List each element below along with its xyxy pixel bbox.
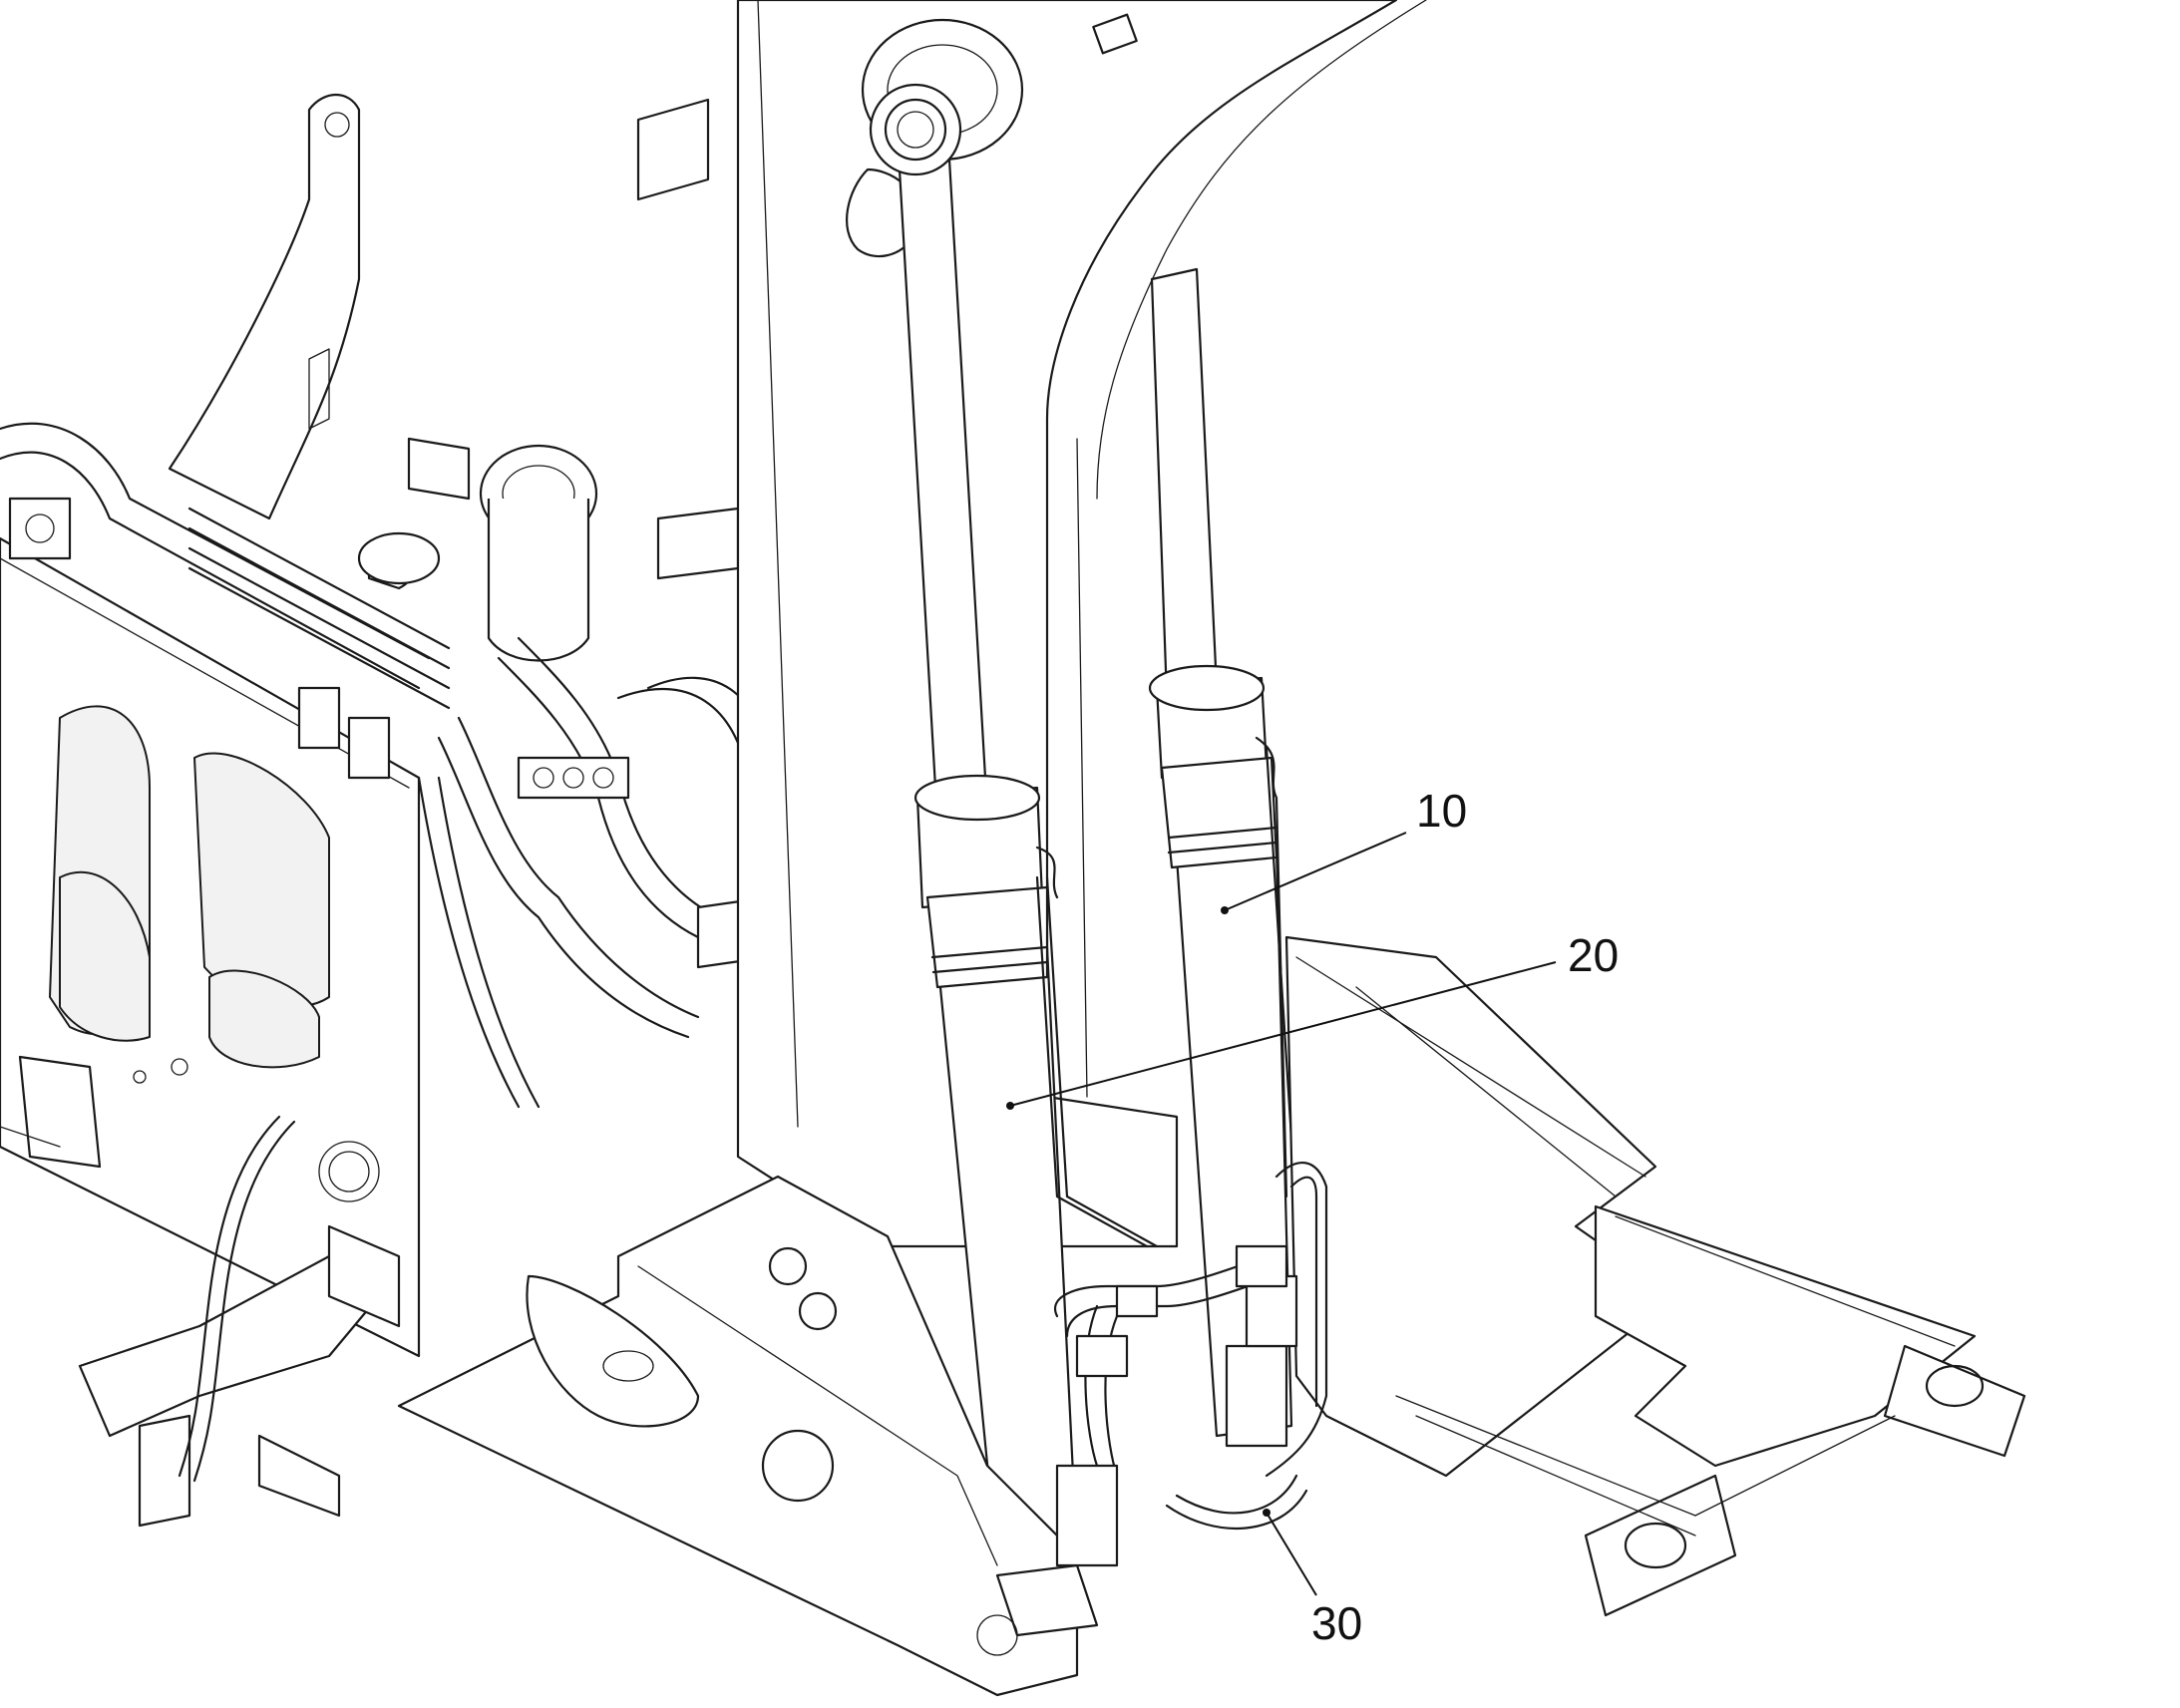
- cylinder-left: [869, 83, 1159, 1567]
- leader-20-dot: [1006, 1102, 1014, 1110]
- leader-10: [1224, 832, 1407, 911]
- hose-assembly: [1054, 1161, 1328, 1567]
- left-lower-linkage: [0, 1055, 401, 1528]
- callout-20: 20: [1568, 929, 1620, 981]
- callout-30: 30: [1311, 1597, 1363, 1649]
- left-side-plate: [0, 536, 421, 1358]
- callout-leaders: [1006, 832, 1557, 1596]
- right-chassis: [1284, 935, 2026, 1617]
- base-frame: [397, 1175, 1099, 1697]
- leader-10-dot: [1221, 906, 1229, 914]
- callout-10: 10: [1416, 785, 1468, 837]
- frame-rails: [0, 422, 451, 780]
- upper-left-arm: [168, 94, 361, 520]
- leader-30-dot: [1263, 1509, 1271, 1517]
- leader-30: [1266, 1512, 1317, 1596]
- leader-20: [1009, 961, 1557, 1107]
- valve-block-area: [357, 98, 780, 1109]
